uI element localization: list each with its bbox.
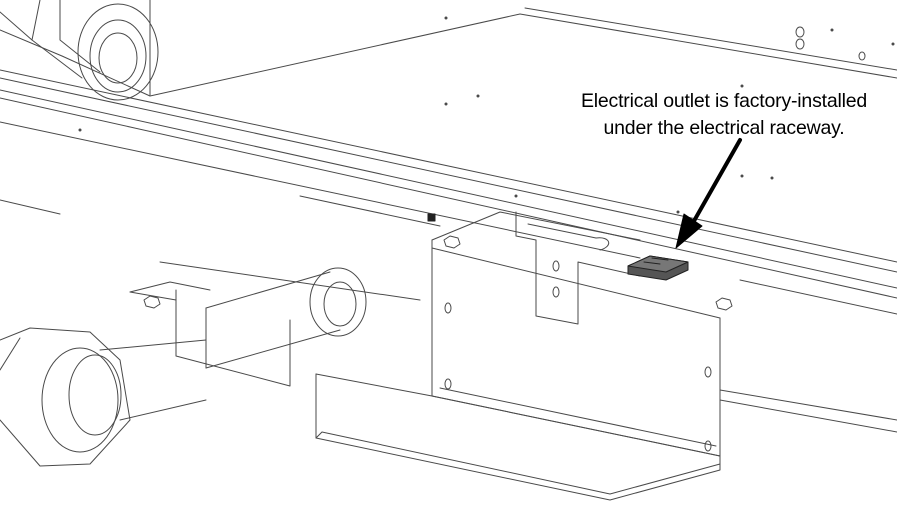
left-mounting-plate: [129, 281, 291, 387]
small-screws: [78, 16, 895, 214]
mounting-holes: [444, 26, 866, 452]
mounting-bracket: [515, 211, 641, 325]
electrical-outlet: [627, 255, 689, 281]
junction-box: [315, 211, 721, 501]
pipe-fitting: [0, 327, 131, 467]
callout-line-1: Electrical outlet is factory-installed: [580, 90, 868, 112]
upper-right-panel: [149, 7, 897, 97]
round-port: [77, 3, 159, 101]
pipe-conduit: [99, 267, 367, 421]
callout-line-2: under the electrical raceway.: [603, 117, 845, 139]
callout-label: Electrical outlet is factory-installed u…: [548, 88, 897, 142]
callout-arrow: [675, 138, 742, 249]
upper-left-housing: [0, 0, 151, 97]
electrical-raceway-rail: [0, 69, 897, 315]
lower-background-lines: [0, 199, 897, 433]
hex-bolts: [143, 213, 733, 311]
